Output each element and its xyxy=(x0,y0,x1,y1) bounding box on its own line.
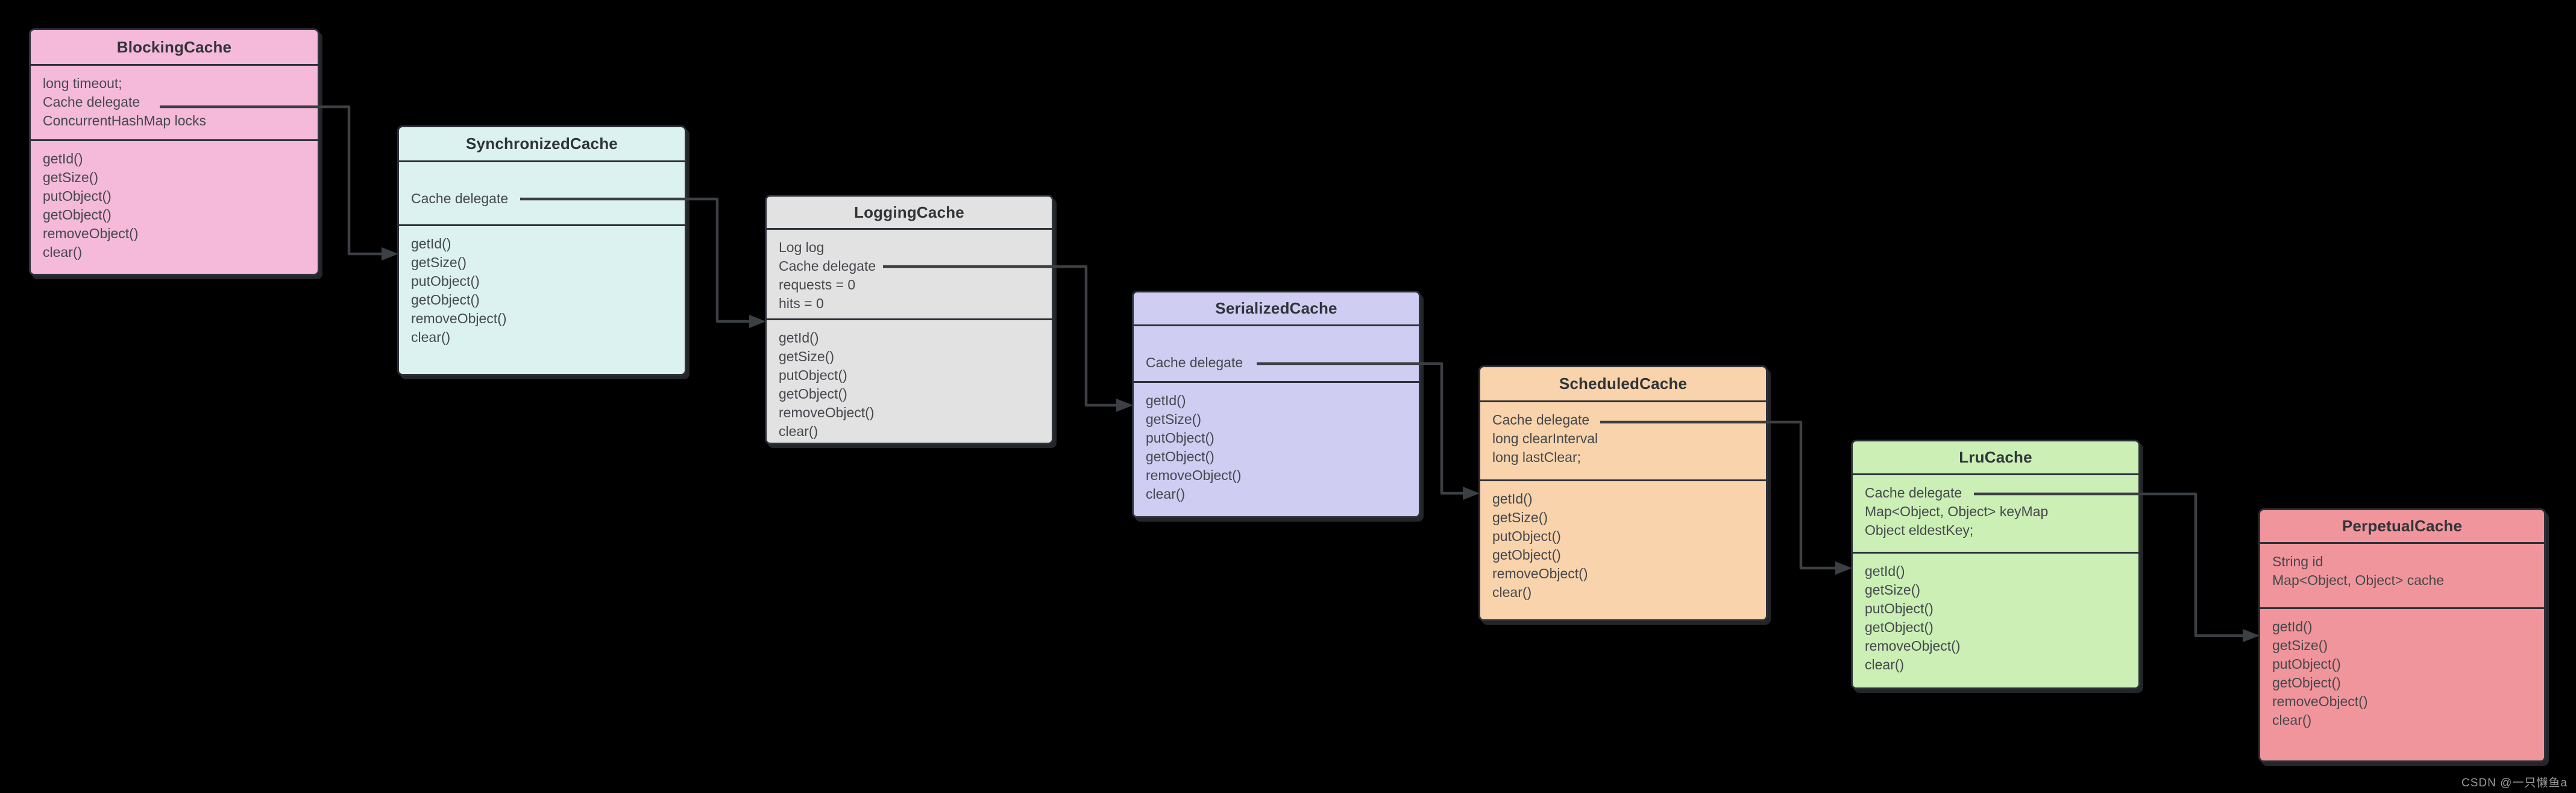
class-method: getId() xyxy=(779,330,819,346)
class-method: getId() xyxy=(1146,393,1186,408)
class-method: putObject() xyxy=(43,188,112,204)
class-methods-section: getId() getSize() putObject() getObject() re… xyxy=(767,320,1052,441)
class-method: getSize() xyxy=(779,349,835,364)
class-method: clear() xyxy=(1146,486,1186,502)
class-attribute: Cache delegate xyxy=(1492,412,1590,428)
class-methods-section: getId() getSize() putObject() getObject() re… xyxy=(31,141,318,272)
class-attribute: Cache delegate xyxy=(411,191,509,206)
class-method: removeObject() xyxy=(1146,467,1242,483)
class-method: clear() xyxy=(1865,657,1905,672)
class-method: clear() xyxy=(779,423,818,439)
class-attribute: Cache delegate xyxy=(1146,355,1243,370)
class-attribute: long clearInterval xyxy=(1492,431,1598,446)
class-methods-section: getId() getSize() putObject() getObject() re… xyxy=(2260,609,2544,759)
class-method: getSize() xyxy=(1146,411,1202,427)
class-title: PerpetualCache xyxy=(2260,510,2544,544)
class-attribute: requests = 0 xyxy=(779,277,856,292)
class-method: removeObject() xyxy=(43,226,139,241)
class-methods-section: getId() getSize() putObject() getObject() re… xyxy=(1853,554,2138,686)
class-method: removeObject() xyxy=(411,311,507,326)
class-method: removeObject() xyxy=(779,405,875,420)
class-method: putObject() xyxy=(1865,601,1934,616)
class-attribute: Cache delegate xyxy=(43,94,140,110)
class-attribute: hits = 0 xyxy=(779,295,824,311)
class-method: putObject() xyxy=(779,367,847,383)
class-title: ScheduledCache xyxy=(1480,367,1766,402)
class-attributes-section: Cache delegate xyxy=(399,162,685,226)
class-attribute: Map<Object, Object> cache xyxy=(2272,572,2445,588)
class-attribute: Log log xyxy=(779,239,825,255)
class-method: getObject() xyxy=(2272,675,2341,690)
class-attributes-section: String id Map<Object, Object> cache xyxy=(2260,544,2544,609)
class-method: putObject() xyxy=(411,273,480,289)
class-attributes-section: Cache delegate long clearInterval long las… xyxy=(1480,402,1766,481)
class-method: getId() xyxy=(411,236,451,251)
class-method: putObject() xyxy=(1146,430,1214,446)
class-attribute: Map<Object, Object> keyMap xyxy=(1865,504,2049,519)
class-method: getObject() xyxy=(1865,619,1934,635)
class-attribute xyxy=(1146,335,1419,353)
class-method: getSize() xyxy=(411,254,467,270)
class-title: SerializedCache xyxy=(1134,292,1419,326)
class-box-blockingcache: BlockingCache long timeout; Cache delegate… xyxy=(29,28,319,276)
class-method: removeObject() xyxy=(1492,566,1588,581)
class-method: getId() xyxy=(1865,563,1905,579)
class-attribute: String id xyxy=(2272,554,2323,569)
class-method: getObject() xyxy=(1492,547,1561,563)
class-method: getSize() xyxy=(1492,510,1548,525)
class-title: BlockingCache xyxy=(31,30,318,66)
class-attribute: Object eldestKey; xyxy=(1865,522,1974,538)
class-title: LoggingCache xyxy=(767,197,1052,230)
class-method: getObject() xyxy=(779,386,847,402)
class-attribute: long timeout; xyxy=(43,75,122,91)
class-method: getObject() xyxy=(411,292,480,308)
class-method: removeObject() xyxy=(1865,638,1961,654)
class-method: getId() xyxy=(2272,619,2313,634)
class-attribute: Cache delegate xyxy=(1865,485,1962,501)
class-method: getObject() xyxy=(43,207,112,223)
class-methods-section: getId() getSize() putObject() getObject() re… xyxy=(1134,383,1419,514)
class-method: getSize() xyxy=(1865,582,1921,598)
class-method: clear() xyxy=(43,244,83,260)
class-title: LruCache xyxy=(1853,441,2138,475)
class-method: getObject() xyxy=(1146,449,1214,464)
class-title: SynchronizedCache xyxy=(399,127,685,162)
class-method: clear() xyxy=(1492,584,1532,600)
class-method: getId() xyxy=(43,151,83,166)
class-attribute: long lastClear; xyxy=(1492,449,1582,465)
class-method: getSize() xyxy=(43,169,99,185)
class-method: getSize() xyxy=(2272,637,2328,653)
class-attribute: Cache delegate xyxy=(779,258,876,274)
class-method: putObject() xyxy=(2272,656,2341,672)
class-attribute: ConcurrentHashMap locks xyxy=(43,113,207,128)
class-attribute xyxy=(411,171,685,189)
class-method: clear() xyxy=(411,329,451,345)
class-attributes-section: Cache delegate xyxy=(1134,326,1419,383)
watermark: CSDN @一只懒鱼a xyxy=(2461,777,2568,789)
class-method: getId() xyxy=(1492,491,1533,507)
class-methods-section: getId() getSize() putObject() getObject() re… xyxy=(399,226,685,372)
class-method: clear() xyxy=(2272,712,2312,728)
class-methods-section: getId() getSize() putObject() getObject() re… xyxy=(1480,481,1766,618)
class-method: putObject() xyxy=(1492,528,1561,544)
class-method: removeObject() xyxy=(2272,693,2368,709)
